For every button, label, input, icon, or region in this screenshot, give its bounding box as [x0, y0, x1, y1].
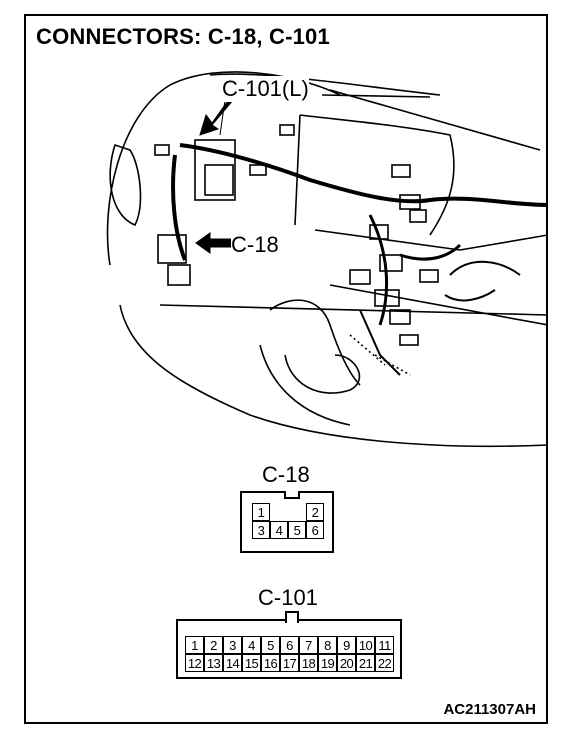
pin: 6	[306, 521, 324, 539]
connector-c101-pins: 1 2 3 4 5 6 7 8 9 10 11 12 13 14 15 16 1…	[185, 636, 394, 672]
pin: 4	[242, 636, 261, 654]
pin: 19	[318, 654, 337, 672]
pin: 3	[252, 521, 270, 539]
pin: 1	[185, 636, 204, 654]
pin: 21	[356, 654, 375, 672]
pin: 9	[337, 636, 356, 654]
connector-c101-face: 1 2 3 4 5 6 7 8 9 10 11 12 13 14 15 16 1…	[176, 611, 402, 679]
pin: 2	[306, 503, 324, 521]
dashboard-harness-illustration	[106, 71, 548, 448]
pin: 11	[375, 636, 394, 654]
callout-c18: C-18	[231, 232, 279, 258]
pin: 16	[261, 654, 280, 672]
pin: 4	[270, 521, 288, 539]
diagram-title: CONNECTORS: C-18, C-101	[36, 24, 330, 49]
pin: 5	[261, 636, 280, 654]
pin-blank	[288, 503, 306, 521]
figure-id: AC211307AH	[443, 701, 536, 718]
pin: 22	[375, 654, 394, 672]
pin: 3	[223, 636, 242, 654]
connector-c101-lock-tab	[285, 611, 299, 623]
connector-c18-pins: 1 2 3 4 5 6	[252, 503, 324, 539]
pin: 14	[223, 654, 242, 672]
connector-label-c101: C-101	[258, 585, 318, 610]
connector-c18-lock-tab	[284, 491, 300, 499]
pin: 12	[185, 654, 204, 672]
pin: 7	[299, 636, 318, 654]
pin: 15	[242, 654, 261, 672]
pin: 20	[337, 654, 356, 672]
connector-label-c18: C-18	[262, 462, 310, 487]
pin: 10	[356, 636, 375, 654]
callout-c101-left: C-101(L)	[222, 76, 309, 102]
pin: 6	[280, 636, 299, 654]
pin: 5	[288, 521, 306, 539]
connector-c18-face: 1 2 3 4 5 6	[240, 491, 334, 553]
pin: 8	[318, 636, 337, 654]
pin-blank	[270, 503, 288, 521]
diagram-frame	[24, 14, 548, 724]
pin: 18	[299, 654, 318, 672]
pin: 13	[204, 654, 223, 672]
pin: 17	[280, 654, 299, 672]
pin: 1	[252, 503, 270, 521]
pin: 2	[204, 636, 223, 654]
